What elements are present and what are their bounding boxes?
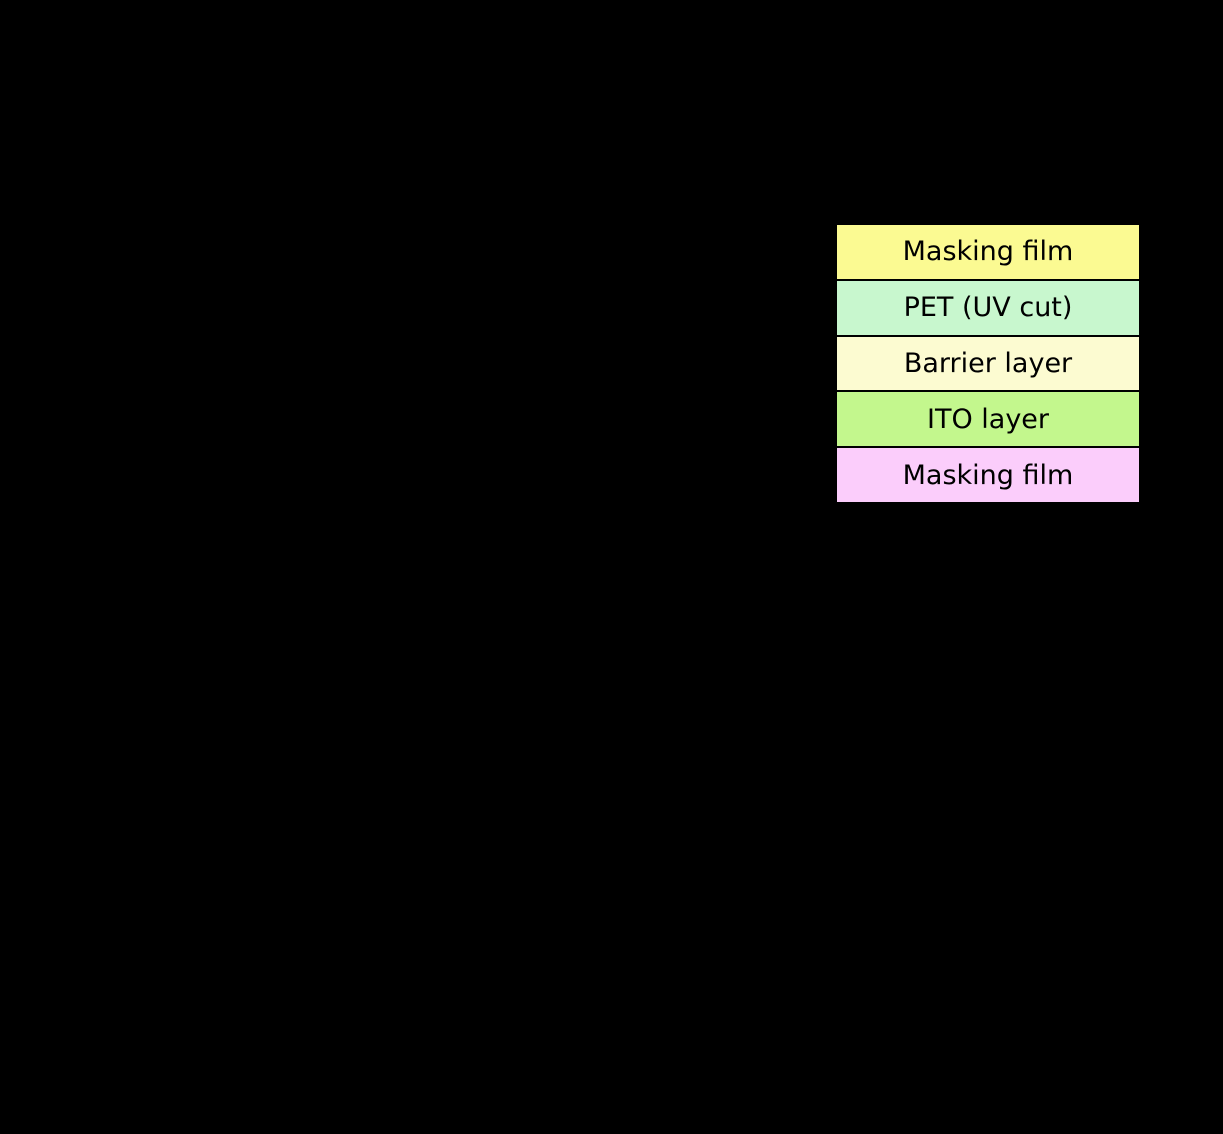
layer-stack-diagram: Masking film PET (UV cut) Barrier layer … [835,223,1141,504]
layer-row: Masking film [837,447,1139,502]
layer-label-barrier-layer: Barrier layer [903,347,1073,379]
layer-label-masking-film-top: Masking film [902,236,1074,268]
layer-label-pet-uv-cut: PET (UV cut) [903,292,1073,324]
layer-row: ITO layer [837,391,1139,448]
layer-label-masking-film-bottom: Masking film [902,459,1074,491]
layer-label-ito-layer: ITO layer [926,403,1050,435]
layer-row: Barrier layer [837,335,1139,392]
layer-row: PET (UV cut) [837,279,1139,336]
layer-row: Masking film [837,225,1139,280]
